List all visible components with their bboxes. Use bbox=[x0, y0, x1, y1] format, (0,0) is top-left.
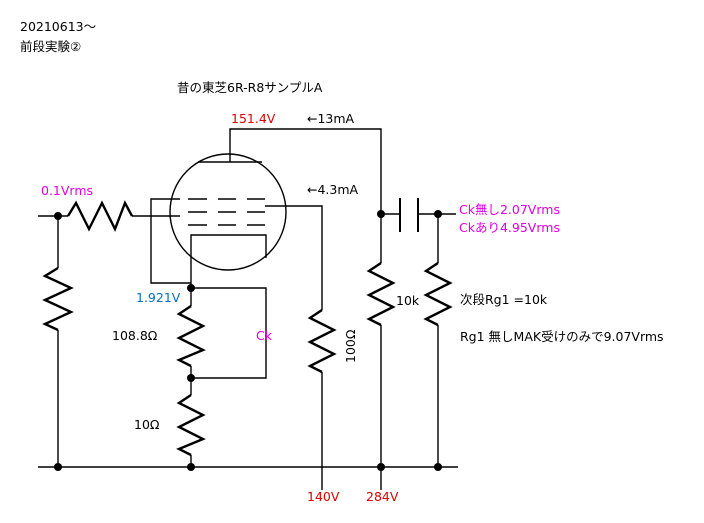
load-resistor-label: 10k bbox=[396, 293, 420, 308]
next-stage-resistor bbox=[423, 262, 453, 327]
mak-note: Rg1 無しMAK受けのみで9.07Vrms bbox=[460, 329, 664, 344]
screen-current-label: ←4.3mA bbox=[307, 182, 359, 197]
screen-resistor bbox=[307, 309, 337, 374]
screen-resistor-label: 100Ω bbox=[343, 329, 358, 363]
input-signal-label: 0.1Vrms bbox=[41, 183, 93, 198]
bottom-resistor bbox=[176, 394, 206, 457]
diagram-title: 昔の東芝6R-R8サンプルA bbox=[177, 80, 323, 95]
plate-supply-voltage: 284V bbox=[366, 489, 399, 504]
suppressor-wire bbox=[150, 198, 191, 284]
date-label: 20210613～ bbox=[20, 19, 96, 34]
bypass-cap-label: Ck bbox=[256, 328, 273, 343]
cathode-mid-dot bbox=[187, 374, 195, 382]
load-ground-dot bbox=[377, 463, 385, 471]
plate-current-label: ←13mA bbox=[307, 111, 355, 126]
output-no-ck-label: Ck無し2.07Vrms bbox=[459, 202, 560, 217]
cathode-resistor-label: 108.8Ω bbox=[112, 328, 158, 343]
bypass-top-wire bbox=[191, 287, 267, 379]
cathode-resistor bbox=[176, 305, 206, 368]
load-resistor bbox=[366, 262, 396, 327]
input-ground-dot bbox=[54, 463, 62, 471]
plate-supply-wire bbox=[229, 128, 382, 263]
next-stage-ground-dot bbox=[434, 463, 442, 471]
plate-voltage-label: 151.4V bbox=[231, 111, 276, 126]
tube-envelope bbox=[169, 153, 287, 271]
screen-lead bbox=[265, 205, 323, 310]
input-junction-dot bbox=[54, 212, 62, 220]
input-shunt-resistor bbox=[42, 266, 74, 332]
cathode-electrode bbox=[190, 234, 267, 258]
screen-supply-voltage: 140V bbox=[307, 489, 340, 504]
experiment-label: 前段実験② bbox=[20, 39, 81, 54]
grid-electrodes bbox=[188, 198, 265, 226]
cathode-ground-dot bbox=[187, 463, 195, 471]
next-stage-note: 次段Rg1 =10k bbox=[460, 292, 548, 307]
output-with-ck-label: Ckあり4.95Vrms bbox=[459, 220, 560, 235]
grid-resistor bbox=[66, 200, 134, 232]
plate-junction-dot bbox=[377, 210, 385, 218]
cathode-voltage-label: 1.921V bbox=[136, 290, 181, 305]
bottom-resistor-label: 10Ω bbox=[134, 417, 160, 432]
